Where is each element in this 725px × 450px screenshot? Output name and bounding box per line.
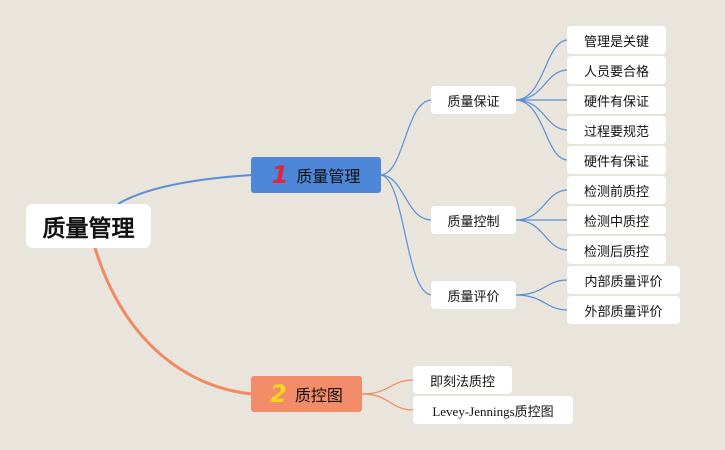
leaf-label: 内部质量评价 (584, 274, 663, 290)
leaf-node[interactable]: 人员要合格 (567, 56, 666, 84)
connector-branch2-leaf2 (361, 393, 415, 411)
leaf-node[interactable]: 硬件有保证 (567, 86, 666, 114)
root-label: 质量管理 (42, 216, 135, 242)
connector-branch1-mid2 (379, 174, 433, 221)
connector-root-branch1 (117, 174, 253, 205)
subtopic-label: 质量保证 (447, 94, 500, 110)
branch-number-1: 1 (271, 161, 289, 189)
leaf-node[interactable]: 硬件有保证 (567, 146, 666, 174)
branch-label: 质控图 (294, 386, 343, 405)
connector-branch2-leaf1 (361, 379, 415, 395)
connector-mid3-leaf1 (514, 279, 569, 296)
connector-mid2-leaf1 (514, 189, 569, 221)
connector-root-branch2 (93, 247, 253, 396)
leaf-label: 检测前质控 (583, 184, 649, 200)
connector-branch1-mid1 (379, 99, 433, 176)
subtopic-quality-assurance[interactable]: 质量保证 (431, 86, 516, 114)
leaf-node[interactable]: 外部质量评价 (567, 296, 680, 324)
leaf-label: 人员要合格 (583, 64, 649, 80)
connector-mid1-leaf4 (514, 99, 569, 131)
leaf-node[interactable]: 过程要规范 (567, 116, 666, 144)
leaf-node[interactable]: 检测前质控 (567, 176, 666, 204)
leaf-label: 外部质量评价 (584, 304, 663, 320)
connector-mid2-leaf3 (514, 219, 569, 251)
branch-number-2: 2 (270, 380, 287, 408)
leaf-label: 检测中质控 (583, 214, 649, 230)
leaf-label: 管理是关键 (583, 34, 649, 50)
branch-quality-management[interactable]: 1 质量管理 (251, 157, 381, 193)
leaf-label: 硬件有保证 (583, 154, 649, 170)
leaf-label: 硬件有保证 (583, 94, 649, 110)
leaf-node[interactable]: 即刻法质控 (413, 366, 512, 394)
branch-label: 质量管理 (296, 167, 361, 186)
branch-qc-chart[interactable]: 2 质控图 (251, 376, 362, 412)
leaf-label: 检测后质控 (583, 244, 649, 260)
leaf-label: 即刻法质控 (429, 374, 495, 390)
connector-mid1-leaf2 (514, 69, 569, 101)
leaf-node[interactable]: 内部质量评价 (567, 266, 680, 294)
connector-mid3-leaf2 (514, 294, 569, 311)
connector-branch1-mid3 (379, 174, 433, 296)
connector-mid1-leaf1 (514, 39, 569, 101)
subtopic-quality-evaluation[interactable]: 质量评价 (431, 281, 516, 309)
leaf-node[interactable]: 检测后质控 (567, 236, 666, 264)
root-node[interactable]: 质量管理 (26, 204, 151, 248)
subtopic-label: 质量评价 (447, 289, 500, 305)
leaf-label: Levey-Jennings质控图 (432, 403, 554, 419)
leaf-node[interactable]: 检测中质控 (567, 206, 666, 234)
connector-mid1-leaf5 (514, 99, 569, 161)
subtopic-quality-control[interactable]: 质量控制 (431, 206, 516, 234)
leaf-node[interactable]: 管理是关键 (567, 26, 666, 54)
subtopic-label: 质量控制 (447, 214, 500, 230)
leaf-label: 过程要规范 (583, 124, 649, 140)
leaf-node[interactable]: Levey-Jennings质控图 (413, 396, 573, 424)
